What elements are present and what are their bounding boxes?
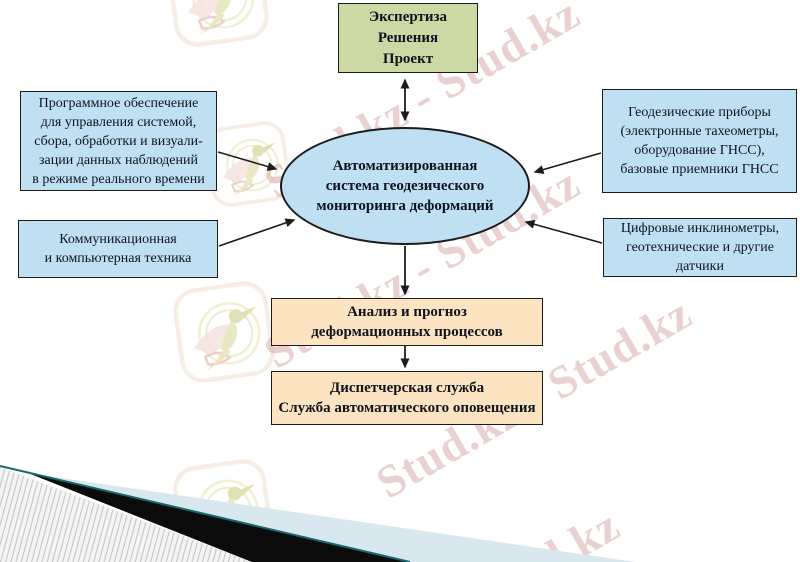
box-line: датчики	[676, 259, 724, 274]
arrow-software-to-system	[217, 151, 278, 171]
communication-box: Коммуникационная и компьютерная техника	[18, 220, 218, 278]
dispatch-box: Диспетчерская служба Служба автоматическ…	[271, 371, 543, 425]
box-line: сбора, обработки и визуали-	[34, 133, 203, 149]
ellipse-line: Автоматизированная	[332, 158, 478, 174]
box-line: в режиме реального времени	[32, 171, 205, 187]
box-line: геотехнические и другие	[626, 240, 774, 255]
sensors-box: Цифровые инклинометры, геотехнические и …	[603, 218, 797, 277]
ellipse-line: мониторинга деформаций	[316, 198, 494, 214]
arrow-sensors-to-system	[524, 219, 603, 244]
box-line: деформационных процессов	[311, 324, 503, 340]
box-line: Геодезические приборы	[628, 105, 771, 120]
box-line: Анализ и прогноз	[347, 304, 467, 320]
box-line: зации данных наблюдений	[39, 152, 198, 168]
expertise-box: Экспертиза Решения Проект	[338, 3, 478, 73]
box-line: Решения	[377, 29, 439, 46]
software-box: Программное обеспечение для управления с…	[20, 91, 217, 191]
box-line: Проект	[382, 50, 434, 67]
box-line: базовые приемники ГНСС	[620, 162, 779, 177]
box-line: Служба автоматического оповещения	[278, 400, 536, 416]
box-line: (электронные тахеометры,	[620, 124, 779, 139]
geodetic-devices-box: Геодезические приборы (электронные тахео…	[602, 89, 797, 193]
central-system-ellipse: Автоматизированная система геодезическог…	[280, 127, 530, 245]
box-line: оборудование ГНСС),	[634, 143, 765, 158]
box-line: для управления системой,	[40, 114, 197, 130]
box-line: и компьютерная техника	[44, 251, 192, 266]
box-line: Диспетчерская служба	[329, 380, 485, 396]
box-line: Цифровые инклинометры,	[620, 221, 780, 236]
arrow-communication-to-system	[218, 218, 296, 247]
box-line: Экспертиза	[368, 8, 448, 25]
box-line: Коммуникационная	[59, 232, 177, 247]
box-line: Программное обеспечение	[38, 95, 199, 111]
arrow-geodetic-to-system	[533, 152, 602, 174]
ellipse-line: система геодезического	[325, 178, 485, 194]
analysis-box: Анализ и прогноз деформационных процессо…	[271, 298, 543, 346]
